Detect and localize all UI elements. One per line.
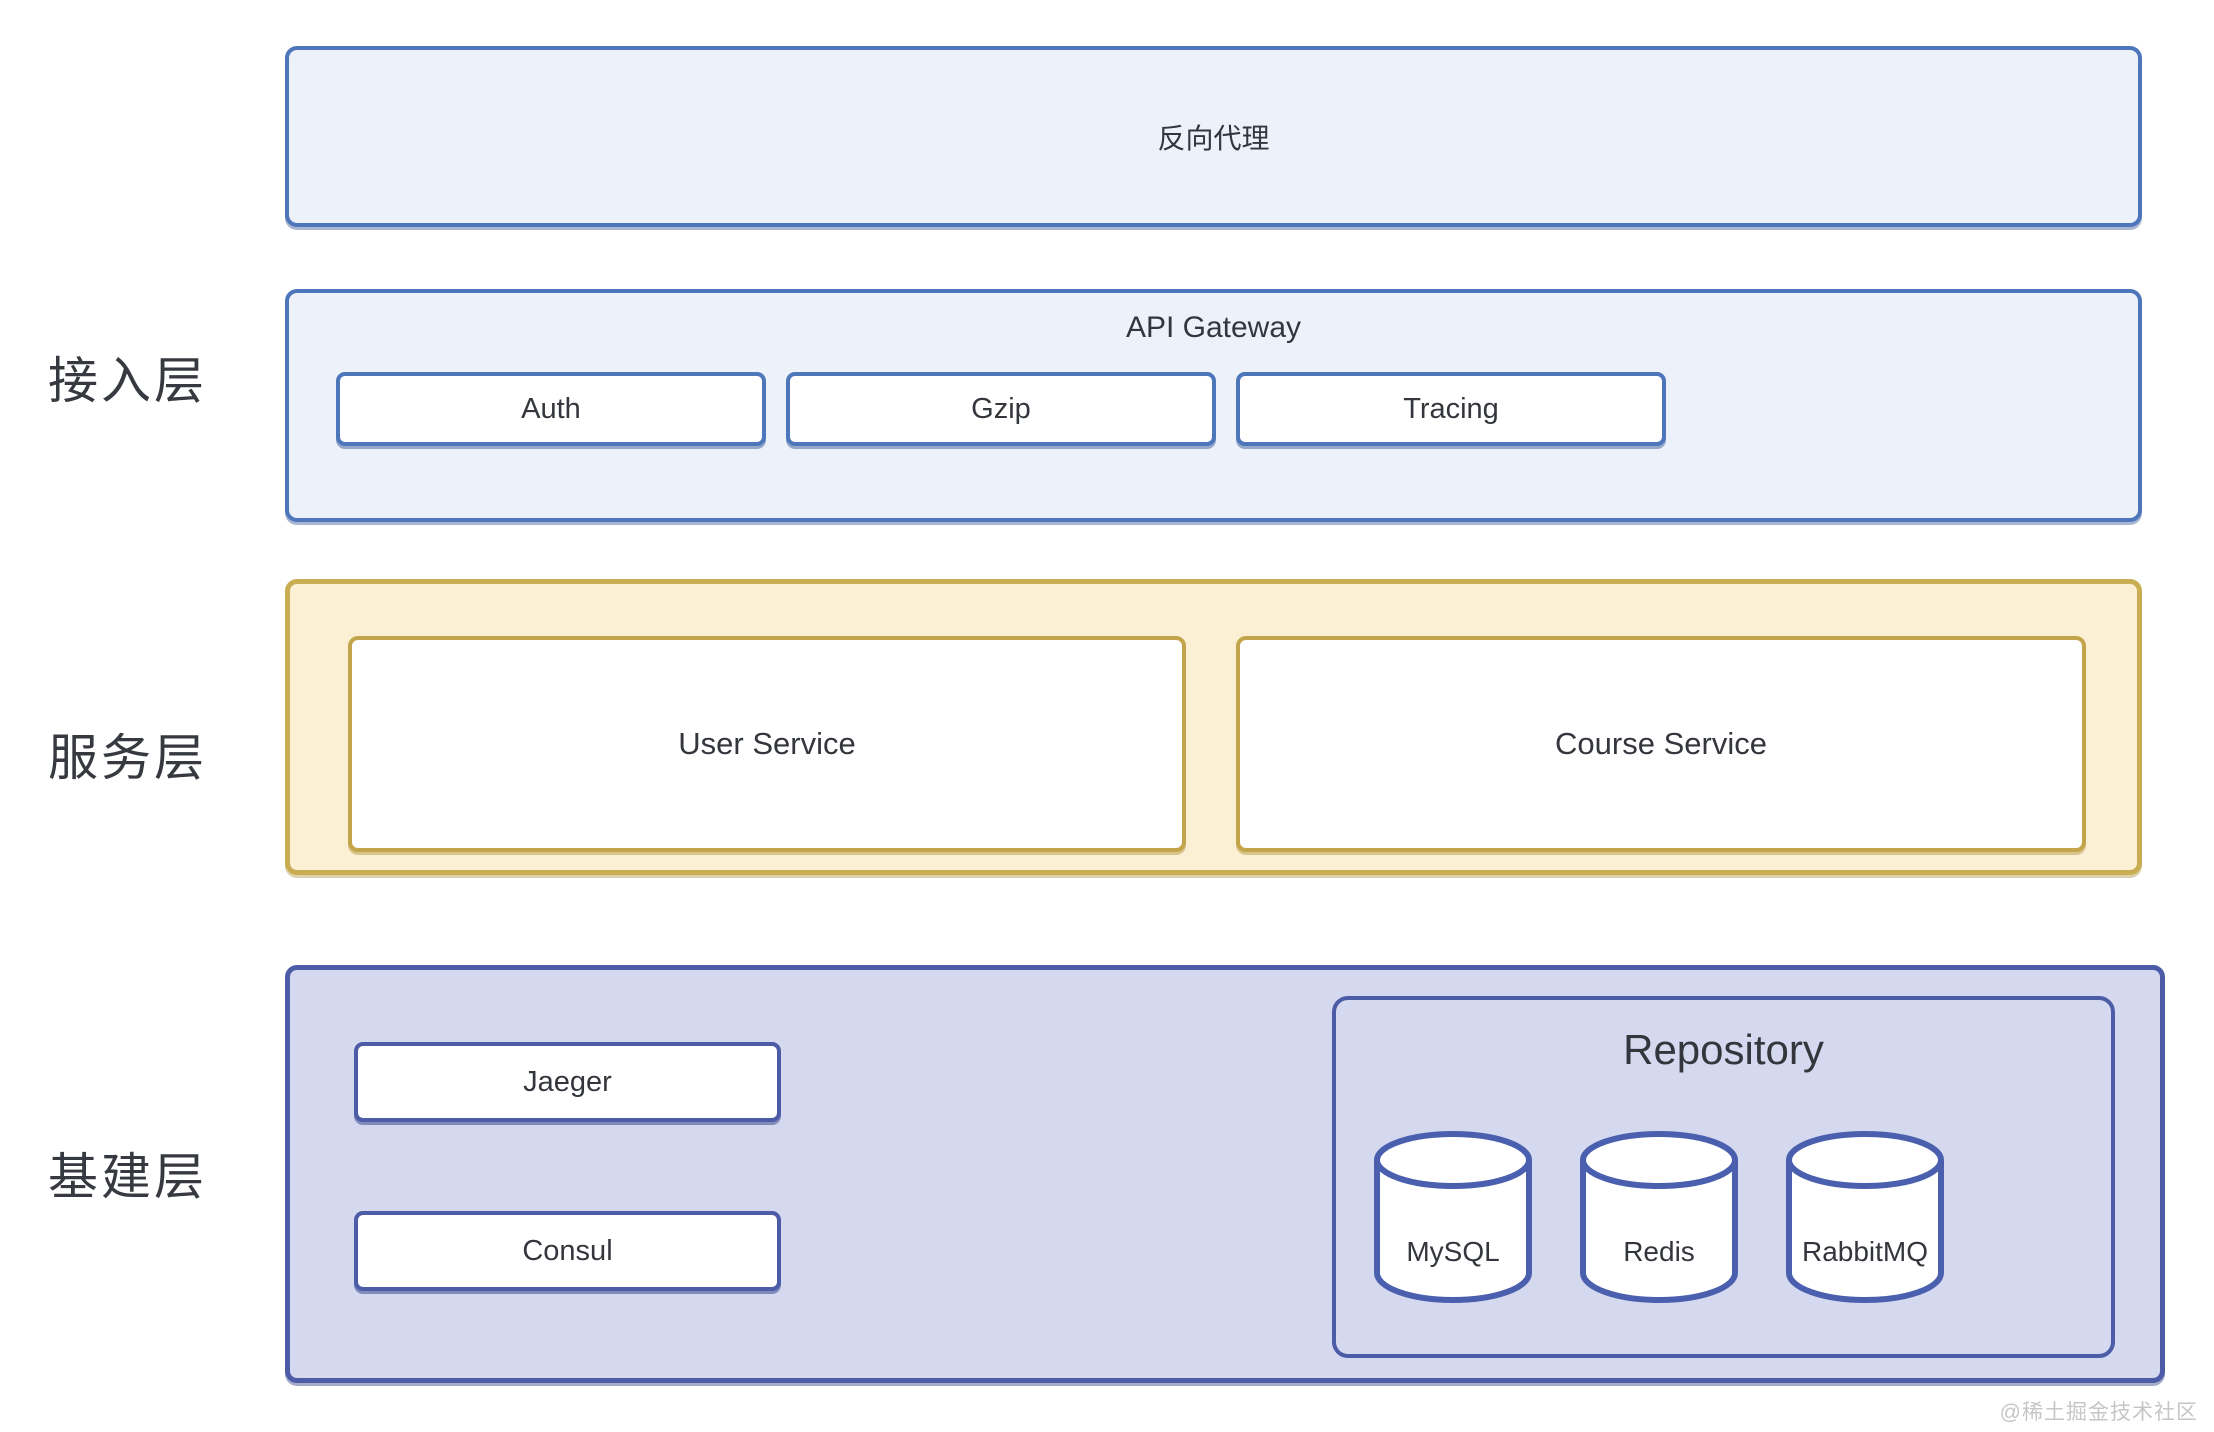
gzip-box: Gzip	[786, 372, 1216, 446]
database-cylinder-icon	[1580, 1131, 1738, 1303]
consul-label: Consul	[522, 1234, 613, 1267]
repository-title: Repository	[1623, 1026, 1824, 1073]
service-layer-box: User Service Course Service	[285, 579, 2142, 875]
reverse-proxy-label: 反向代理	[1157, 122, 1270, 154]
layer-label-access: 接入层	[48, 353, 207, 409]
repository-box: Repository MySQL Redis	[1332, 996, 2115, 1358]
layer-label-infrastructure: 基建层	[48, 1149, 207, 1205]
mysql-label: MySQL	[1406, 1236, 1500, 1267]
database-cylinder-icon	[1786, 1131, 1944, 1303]
jaeger-label: Jaeger	[523, 1065, 612, 1098]
rabbitmq-label: RabbitMQ	[1801, 1236, 1929, 1267]
database-cylinder-icon	[1374, 1131, 1532, 1303]
gzip-label: Gzip	[971, 392, 1031, 425]
watermark: @稀土掘金技术社区	[1999, 1401, 2198, 1424]
redis-label: Redis	[1623, 1236, 1695, 1267]
course-service-label: Course Service	[1555, 726, 1767, 761]
reverse-proxy-box: 反向代理	[285, 46, 2142, 227]
middleware-row: Auth Gzip Tracing	[336, 372, 1666, 446]
consul-box: Consul	[354, 1211, 781, 1291]
database-row: MySQL Redis RabbitMQ	[1372, 1130, 1946, 1306]
api-gateway-box: API Gateway Auth Gzip Tracing	[285, 289, 2142, 522]
tracing-label: Tracing	[1403, 392, 1499, 425]
redis-database-cylinder: Redis	[1578, 1130, 1740, 1306]
layer-label-service: 服务层	[48, 730, 207, 786]
jaeger-box: Jaeger	[354, 1042, 781, 1122]
auth-box: Auth	[336, 372, 766, 446]
course-service-box: Course Service	[1236, 636, 2086, 852]
user-service-label: User Service	[678, 726, 856, 761]
auth-label: Auth	[521, 392, 581, 425]
infra-layer-box: Jaeger Consul Repository MySQL	[285, 965, 2165, 1383]
mysql-database-cylinder: MySQL	[1372, 1130, 1534, 1306]
rabbitmq-database-cylinder: RabbitMQ	[1784, 1130, 1946, 1306]
api-gateway-title: API Gateway	[1125, 311, 1302, 344]
user-service-box: User Service	[348, 636, 1186, 852]
tracing-box: Tracing	[1236, 372, 1666, 446]
